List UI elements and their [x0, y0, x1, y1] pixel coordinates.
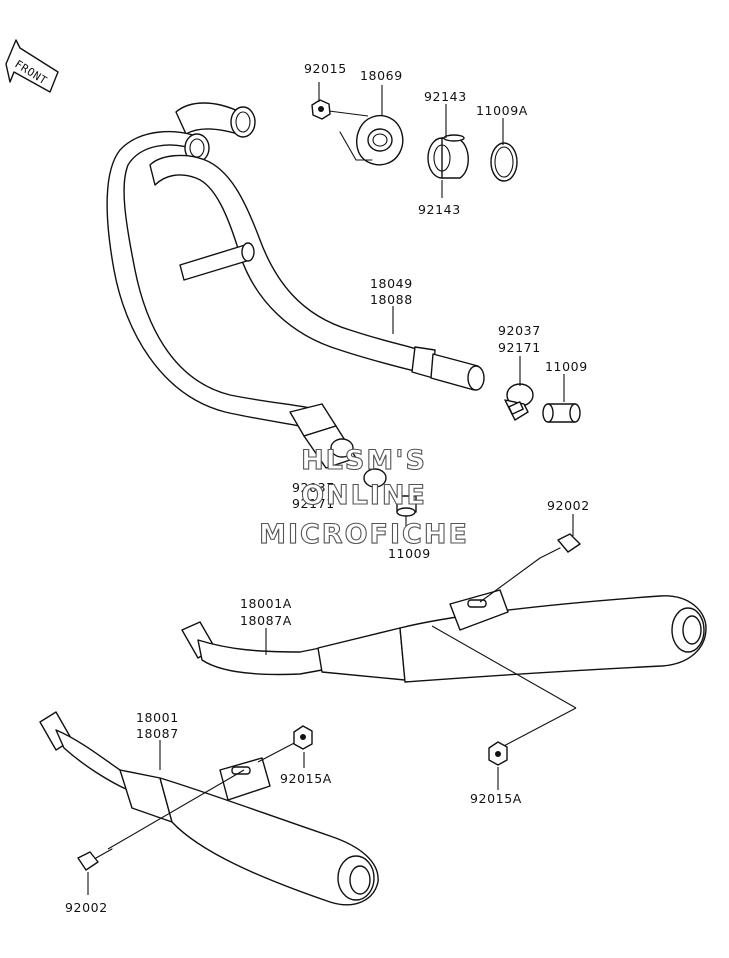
- label-11009-mid: 11009: [388, 546, 431, 561]
- label-18088: 18088: [370, 292, 413, 307]
- label-92171-mid: 92171: [292, 496, 335, 511]
- watermark-line-2: ONLINE: [301, 480, 427, 511]
- label-92015A-right: 92015A: [470, 791, 522, 806]
- label-92015A-left: 92015A: [280, 771, 332, 786]
- label-92015-top: 92015: [304, 61, 347, 76]
- label-18069: 18069: [360, 68, 403, 83]
- label-92002-right: 92002: [547, 498, 590, 513]
- label-92171-right: 92171: [498, 340, 541, 355]
- flange-18069: [328, 110, 404, 166]
- watermark-line-1: HLSM'S: [301, 445, 427, 476]
- label-92037-mid: 92037: [292, 480, 335, 495]
- muffler-18001A: [181, 557, 707, 749]
- gasket-11009-right: [542, 403, 581, 423]
- label-92143-bottom: 92143: [418, 202, 461, 217]
- label-11009A: 11009A: [476, 103, 528, 118]
- header-pipe-assembly: [106, 102, 485, 469]
- label-11009-right: 11009: [545, 359, 588, 374]
- collar-92143: [427, 134, 469, 179]
- watermark-line-3: MICROFICHE: [259, 519, 469, 550]
- clamp-92037-right: [504, 383, 534, 421]
- label-92143-top: 92143: [424, 89, 467, 104]
- label-18049: 18049: [370, 276, 413, 291]
- front-arrow-icon: FRONT: [5, 39, 59, 93]
- watermark: HLSM'S ONLINE MICROFICHE: [259, 444, 469, 550]
- label-18001A: 18001A: [240, 596, 292, 611]
- leader-lines: [87, 82, 574, 895]
- bolt-92002-left: [77, 848, 113, 871]
- nut-92015A-right: [488, 741, 508, 766]
- nut-92015A-left: [293, 725, 313, 750]
- label-92037-right: 92037: [498, 323, 541, 338]
- label-18087A: 18087A: [240, 613, 292, 628]
- label-18001: 18001: [136, 710, 179, 725]
- muffler-18001: [39, 711, 379, 906]
- gasket-11009A: [490, 142, 518, 182]
- label-18087: 18087: [136, 726, 179, 741]
- bolt-92002-right: [539, 533, 581, 559]
- clamp-92037-mid: [363, 468, 417, 517]
- label-92002-left: 92002: [65, 900, 108, 915]
- nut-92015-top: [311, 99, 331, 120]
